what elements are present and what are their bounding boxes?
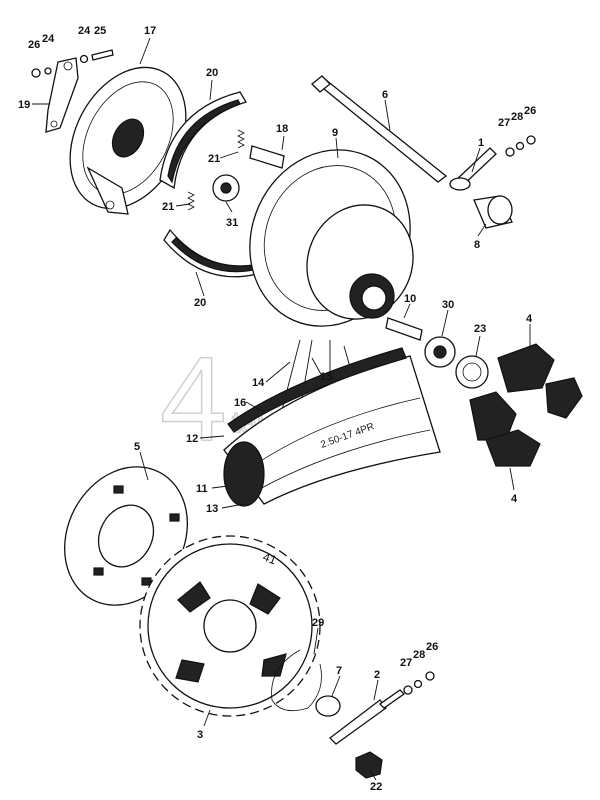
callout-13: 13 xyxy=(206,503,218,515)
rim-band xyxy=(227,347,407,433)
callout-26-lower: 26 xyxy=(426,641,438,653)
callout-22: 22 xyxy=(370,781,382,793)
chain-adjuster xyxy=(449,135,536,191)
tire: 2.50-17 4PR xyxy=(223,355,441,507)
callout-1: 1 xyxy=(478,137,484,149)
callout-10: 10 xyxy=(404,293,416,305)
callout-24-right: 24 xyxy=(78,25,91,37)
callout-20-upper: 20 xyxy=(206,67,218,79)
callout-21-upper: 21 xyxy=(208,153,220,165)
callout-28-lower: 28 xyxy=(413,649,425,661)
collar-7 xyxy=(315,695,341,717)
brake-panel xyxy=(69,66,187,215)
callout-29: 29 xyxy=(312,617,324,629)
callout-9: 9 xyxy=(332,127,338,139)
washer-small xyxy=(44,67,52,75)
callout-17: 17 xyxy=(144,25,156,37)
hub-bearing-31 xyxy=(212,174,240,202)
callout-28-upper: 28 xyxy=(511,111,523,123)
callout-15: 15 xyxy=(320,371,332,383)
callout-4-lower: 4 xyxy=(511,493,518,505)
callout-16: 16 xyxy=(234,397,246,409)
axle-sleeve xyxy=(385,317,423,341)
callout-26-upper: 26 xyxy=(524,105,536,117)
bearing-30 xyxy=(424,336,456,368)
nut-small xyxy=(31,68,41,78)
axle-nut xyxy=(355,751,383,779)
callout-27-upper: 27 xyxy=(498,117,510,129)
callout-24-left: 24 xyxy=(42,33,55,45)
chain-adjuster-lower xyxy=(329,671,435,745)
rear-axle xyxy=(311,75,448,183)
sprocket-backing-plate xyxy=(63,466,189,606)
circlip xyxy=(271,649,322,712)
callout-5: 5 xyxy=(134,441,140,453)
shoe-springs xyxy=(187,129,245,211)
watermark-numeral: 4 xyxy=(160,332,227,466)
arm-washer xyxy=(79,54,89,64)
damper-rubbers-lower xyxy=(469,391,541,467)
callout-30: 30 xyxy=(442,299,454,311)
callout-21-lower: 21 xyxy=(162,201,174,213)
callout-2: 2 xyxy=(374,669,380,681)
brake-cam xyxy=(249,145,285,169)
callout-31: 31 xyxy=(226,217,238,229)
callout-numbers: 1 2 3 4 4 5 6 7 8 9 10 11 12 13 14 15 16… xyxy=(18,25,536,793)
damper-rubbers-upper xyxy=(497,343,583,419)
callout-7: 7 xyxy=(336,665,342,677)
callout-3: 3 xyxy=(197,729,203,741)
axle-spacer xyxy=(473,195,513,229)
callout-23: 23 xyxy=(474,323,486,335)
callout-27-lower: 27 xyxy=(400,657,412,669)
callout-18: 18 xyxy=(276,123,288,135)
leader-lines xyxy=(32,37,531,781)
brake-arm xyxy=(45,57,79,133)
sprocket-teeth-text: 41 xyxy=(261,550,279,568)
callout-19: 19 xyxy=(18,99,30,111)
callout-25: 25 xyxy=(94,25,106,37)
brake-shoe-upper xyxy=(159,91,247,190)
arm-bolt xyxy=(91,49,114,61)
rear-hub xyxy=(249,149,414,327)
oil-seal-23 xyxy=(455,355,489,389)
callout-8: 8 xyxy=(474,239,480,251)
callout-4-upper: 4 xyxy=(526,313,533,325)
callout-26-left: 26 xyxy=(28,39,40,51)
callout-6: 6 xyxy=(382,89,388,101)
callout-11: 11 xyxy=(196,483,208,495)
callout-12: 12 xyxy=(186,433,198,445)
callout-20-lower: 20 xyxy=(194,297,206,309)
callout-14: 14 xyxy=(252,377,265,389)
drive-sprocket: 41 xyxy=(139,535,321,717)
